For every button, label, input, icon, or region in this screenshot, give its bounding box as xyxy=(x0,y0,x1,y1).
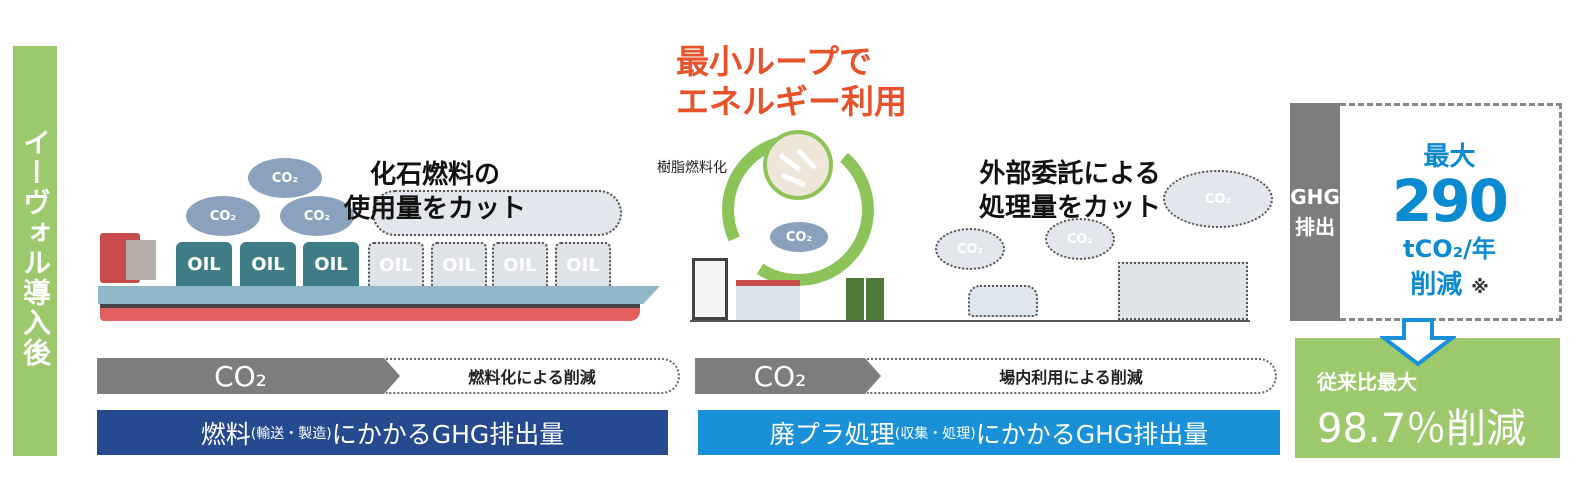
co2-cloud: CO₂ xyxy=(248,158,322,198)
title-line: 最小ループで xyxy=(676,42,873,81)
evol-machine xyxy=(692,258,728,320)
heading-line: 外部委託による xyxy=(979,159,1161,189)
reduced-co2-cloud: CO₂ xyxy=(1045,218,1115,260)
reduced-oil-tank: OIL xyxy=(492,242,548,286)
co2-cloud: CO₂ xyxy=(770,222,828,252)
percent-reduction: 98.7％削減 xyxy=(1317,406,1527,452)
co2-cloud: CO₂ xyxy=(186,196,260,236)
co2-emission-bar: CO₂ xyxy=(695,358,865,394)
max-label: 最大 xyxy=(1423,142,1476,172)
compare-label: 従来比最大 xyxy=(1317,370,1417,394)
oil-tank: OIL xyxy=(176,242,232,286)
after-introduction-label-bar: イーヴォル導入後 xyxy=(13,46,57,456)
waste-plastic-ghg-band: 廃プラ処理(収集・処理)にかかるGHG排出量 xyxy=(698,410,1280,455)
down-arrow-icon xyxy=(1380,318,1456,367)
reduced-oil-tank: OIL xyxy=(368,242,424,286)
ship-bridge xyxy=(126,240,156,280)
oil-tank: OIL xyxy=(303,242,359,286)
ship-deck xyxy=(98,286,660,304)
side-label: イーヴォル導入後 xyxy=(19,128,52,368)
factory-building xyxy=(736,280,800,320)
oil-tank: OIL xyxy=(240,242,296,286)
reduction-amount-box: 最大 290 tCO₂/年 削減 ※ xyxy=(1340,103,1562,321)
reduction-value: 290 xyxy=(1391,167,1509,235)
reduced-co2-cloud xyxy=(372,190,622,236)
onsite-reduction-box: 場内利用による削減 xyxy=(867,358,1277,394)
fossil-fuel-cut-heading: 化石燃料の 使用量をカット xyxy=(300,158,570,226)
heading-line: 化石燃料の xyxy=(369,160,500,190)
title-line: エネルギー利用 xyxy=(676,82,907,121)
outsourcing-cut-heading: 外部委託による 処理量をカット xyxy=(960,157,1180,225)
ship-hull xyxy=(100,304,640,321)
fuel-reduction-box: 燃料化による削減 xyxy=(386,358,680,394)
fuel-ghg-band: 燃料(輸送・製造)にかかるGHG排出量 xyxy=(97,410,668,455)
reduction-word: 削減 xyxy=(1410,270,1463,300)
reduced-co2-cloud: CO₂ xyxy=(935,228,1005,270)
co2-cloud: CO₂ xyxy=(280,196,354,236)
waste-bin xyxy=(866,278,884,320)
note-mark: ※ xyxy=(1471,277,1489,298)
pellet-label: 樹脂燃料化 xyxy=(657,160,727,176)
co2-emission-bar: CO₂ xyxy=(97,358,384,394)
reduced-oil-tank: OIL xyxy=(555,242,611,286)
ground-line xyxy=(690,320,1250,322)
minimum-loop-title: 最小ループで エネルギー利用 xyxy=(676,42,907,122)
incineration-plant xyxy=(1118,262,1248,320)
heading-line: 使用量をカット xyxy=(343,194,526,224)
reduced-co2-cloud: CO₂ xyxy=(1163,170,1273,228)
heading-line: 処理量をカット xyxy=(978,193,1161,223)
reduced-oil-tank: OIL xyxy=(431,242,487,286)
reduction-unit: tCO₂/年 xyxy=(1403,235,1496,263)
waste-bin xyxy=(846,278,864,320)
garbage-truck xyxy=(968,285,1038,317)
